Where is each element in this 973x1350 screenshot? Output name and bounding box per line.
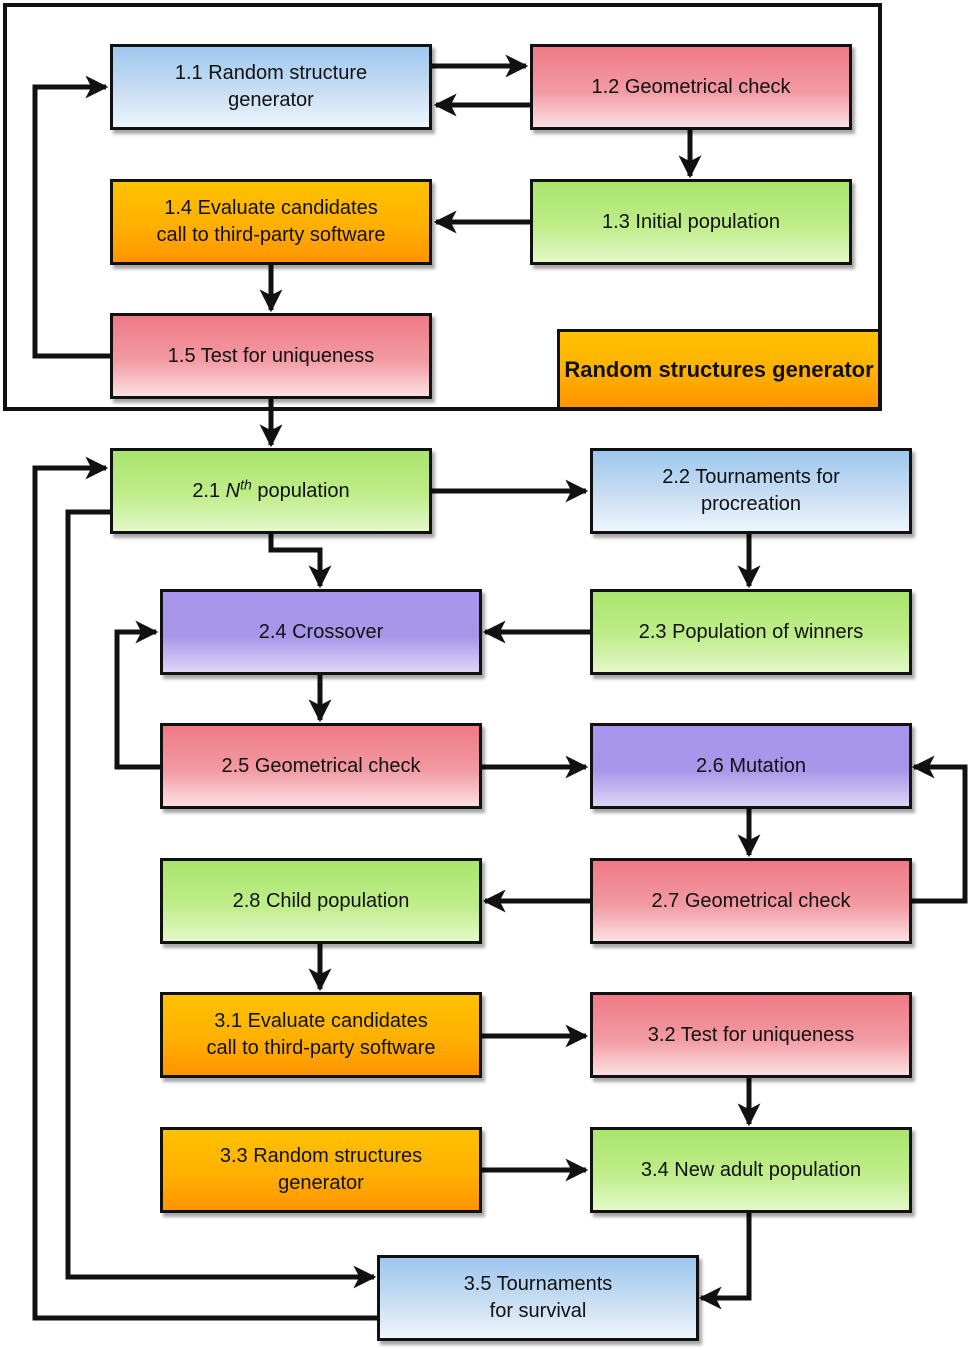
box-2-2-line-2: procreation — [700, 493, 802, 515]
box-3-4-new-adult-population: 3.4 New adult population — [590, 1127, 912, 1213]
arrow-2-1-to-3-5 — [65, 509, 377, 1289]
box-1-1-line-1: 1.1 Random structure — [174, 62, 368, 84]
box-1-4-line-2: call to third-party software — [156, 224, 386, 246]
box-2-1-line-1: 2.1 Nth population — [192, 475, 350, 505]
box-3-3-line-2: generator — [278, 1172, 364, 1194]
box-2-7-geometrical-check: 2.7 Geometrical check — [590, 858, 912, 944]
arrow-2-5-to-2-4 — [114, 620, 160, 770]
arrow-3-5-to-2-1 — [32, 456, 377, 1321]
box-3-5-line-2: for survival — [489, 1300, 587, 1322]
box-2-7-line-1: 2.7 Geometrical check — [651, 889, 851, 912]
box-2-5-line-1: 2.5 Geometrical check — [221, 754, 421, 777]
box-3-5-tournaments-for-survival: 3.5 Tournaments for survival — [377, 1255, 699, 1341]
box-1-1-line-2: generator — [228, 89, 314, 111]
box-3-2-test-for-uniqueness: 3.2 Test for uniqueness — [590, 992, 912, 1078]
box-1-1-random-structure-generator: 1.1 Random structure generator — [110, 44, 432, 130]
group-label-line-1: Random structures — [564, 357, 767, 382]
box-1-2-geometrical-check: 1.2 Geometrical check — [530, 44, 852, 130]
box-2-2-line-1: 2.2 Tournaments for — [662, 466, 840, 488]
box-2-6-mutation: 2.6 Mutation — [590, 723, 912, 809]
box-3-2-line-1: 3.2 Test for uniqueness — [647, 1023, 855, 1046]
box-3-4-line-1: 3.4 New adult population — [640, 1158, 862, 1181]
box-1-4-evaluate-candidates: 1.4 Evaluate candidates call to third-pa… — [110, 179, 432, 265]
box-2-2-tournaments-for-procreation: 2.2 Tournaments for procreation — [590, 448, 912, 534]
box-2-3-line-1: 2.3 Population of winners — [638, 620, 864, 643]
box-3-3-line-1: 3.3 Random structures — [219, 1145, 423, 1167]
box-3-5-line-1: 3.5 Tournaments — [463, 1273, 613, 1295]
arrow-2-7-to-2-6 — [910, 755, 968, 904]
box-3-3-random-structures-generator: 3.3 Random structures generator — [160, 1127, 482, 1213]
box-3-1-line-2: call to third-party software — [206, 1037, 436, 1059]
box-1-3-initial-population: 1.3 Initial population — [530, 179, 852, 265]
group-label-random-structures-generator: Random structures generator — [557, 329, 881, 410]
group-label-line-2: generator — [772, 357, 874, 382]
box-2-1-prefix: 2.1 — [192, 479, 226, 502]
box-2-4-crossover: 2.4 Crossover — [160, 589, 482, 675]
box-1-5-line-1: 1.5 Test for uniqueness — [167, 344, 375, 367]
arrow-2-1-to-2-4 — [268, 533, 332, 589]
box-3-1-line-1: 3.1 Evaluate candidates — [214, 1010, 428, 1032]
box-1-3-line-1: 1.3 Initial population — [602, 210, 780, 233]
box-2-1-suffix: population — [251, 479, 350, 502]
box-2-1-sup: th — [240, 475, 252, 492]
box-1-4-line-1: 1.4 Evaluate candidates — [164, 197, 378, 219]
box-1-2-line-1: 1.2 Geometrical check — [591, 75, 791, 98]
box-2-1-n: N — [225, 479, 241, 502]
box-2-4-line-1: 2.4 Crossover — [258, 620, 384, 643]
box-2-1-nth-population: 2.1 Nth population — [110, 448, 432, 534]
arrow-1-5-to-1-1 — [32, 75, 110, 359]
arrow-3-4-to-3-5 — [698, 1212, 752, 1310]
box-2-3-population-of-winners: 2.3 Population of winners — [590, 589, 912, 675]
box-2-5-geometrical-check: 2.5 Geometrical check — [160, 723, 482, 809]
group-frame — [3, 3, 882, 411]
box-2-8-child-population: 2.8 Child population — [160, 858, 482, 944]
box-1-5-test-for-uniqueness: 1.5 Test for uniqueness — [110, 313, 432, 399]
box-2-8-line-1: 2.8 Child population — [232, 889, 410, 912]
box-3-1-evaluate-candidates: 3.1 Evaluate candidates call to third-pa… — [160, 992, 482, 1078]
box-2-6-line-1: 2.6 Mutation — [695, 754, 807, 777]
